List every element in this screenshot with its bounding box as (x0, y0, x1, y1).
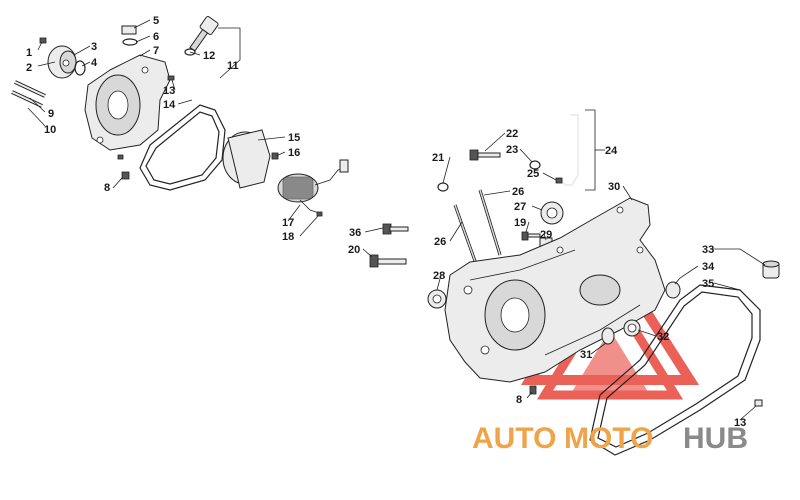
callout-29: 29 (540, 229, 552, 241)
callout-35: 35 (702, 278, 714, 290)
callout-15: 15 (288, 132, 300, 144)
watermark-text: AUTO MOTO HUB (472, 422, 748, 455)
callout-26-upper: 26 (512, 186, 524, 198)
callout-13: 13 (163, 85, 175, 97)
callout-22: 22 (506, 128, 518, 140)
callout-31: 31 (580, 349, 592, 361)
callout-7: 7 (153, 45, 159, 57)
callout-24: 24 (605, 145, 618, 157)
rotor-nut (271, 152, 279, 160)
callout-33: 33 (702, 244, 714, 256)
callout-18: 18 (282, 231, 294, 243)
crankcase-half (444, 197, 666, 383)
callout-5: 5 (153, 15, 159, 27)
callout-28: 28 (433, 270, 445, 282)
stator-cover-assembly (11, 16, 219, 180)
watermark-text-auto: AUTO (472, 422, 556, 455)
callout-3: 3 (91, 41, 97, 53)
leader-lines (27, 19, 766, 421)
callout-4: 4 (91, 57, 98, 69)
callout-26-lower: 26 (434, 236, 446, 248)
callout-27: 27 (514, 201, 526, 213)
callout-12: 12 (203, 50, 215, 62)
callout-36: 36 (349, 227, 361, 239)
callout-1: 1 (26, 47, 32, 59)
callout-32: 32 (657, 331, 669, 343)
callout-labels: 1 2 3 4 5 6 7 8 9 10 11 12 13 14 15 16 1… (26, 15, 746, 429)
callout-14: 14 (163, 99, 176, 111)
callout-17: 17 (282, 217, 294, 229)
callout-19: 19 (514, 217, 526, 229)
watermark-text-hub: HUB (683, 422, 748, 455)
bolt-36 (382, 223, 409, 235)
callout-30: 30 (608, 181, 620, 193)
callout-9: 9 (48, 108, 54, 120)
callout-2: 2 (26, 62, 32, 74)
bolt-20 (369, 254, 407, 268)
callout-21: 21 (432, 152, 444, 164)
callout-16: 16 (288, 147, 300, 159)
callout-34: 34 (702, 261, 715, 273)
callout-10: 10 (44, 124, 56, 136)
callout-8-right: 8 (516, 394, 522, 406)
callout-6: 6 (153, 31, 159, 43)
crankcase-gasket (589, 284, 761, 456)
callout-13-right: 13 (734, 417, 746, 429)
callout-23: 23 (506, 144, 518, 156)
stator-coil (277, 159, 349, 215)
watermark-text-moto: MOTO (564, 422, 653, 455)
callout-8: 8 (104, 182, 110, 194)
callout-20: 20 (348, 244, 360, 256)
flywheel-rotor (222, 129, 271, 189)
cover-gasket (139, 104, 226, 191)
callout-11: 11 (227, 60, 239, 72)
callout-25: 25 (527, 168, 539, 180)
